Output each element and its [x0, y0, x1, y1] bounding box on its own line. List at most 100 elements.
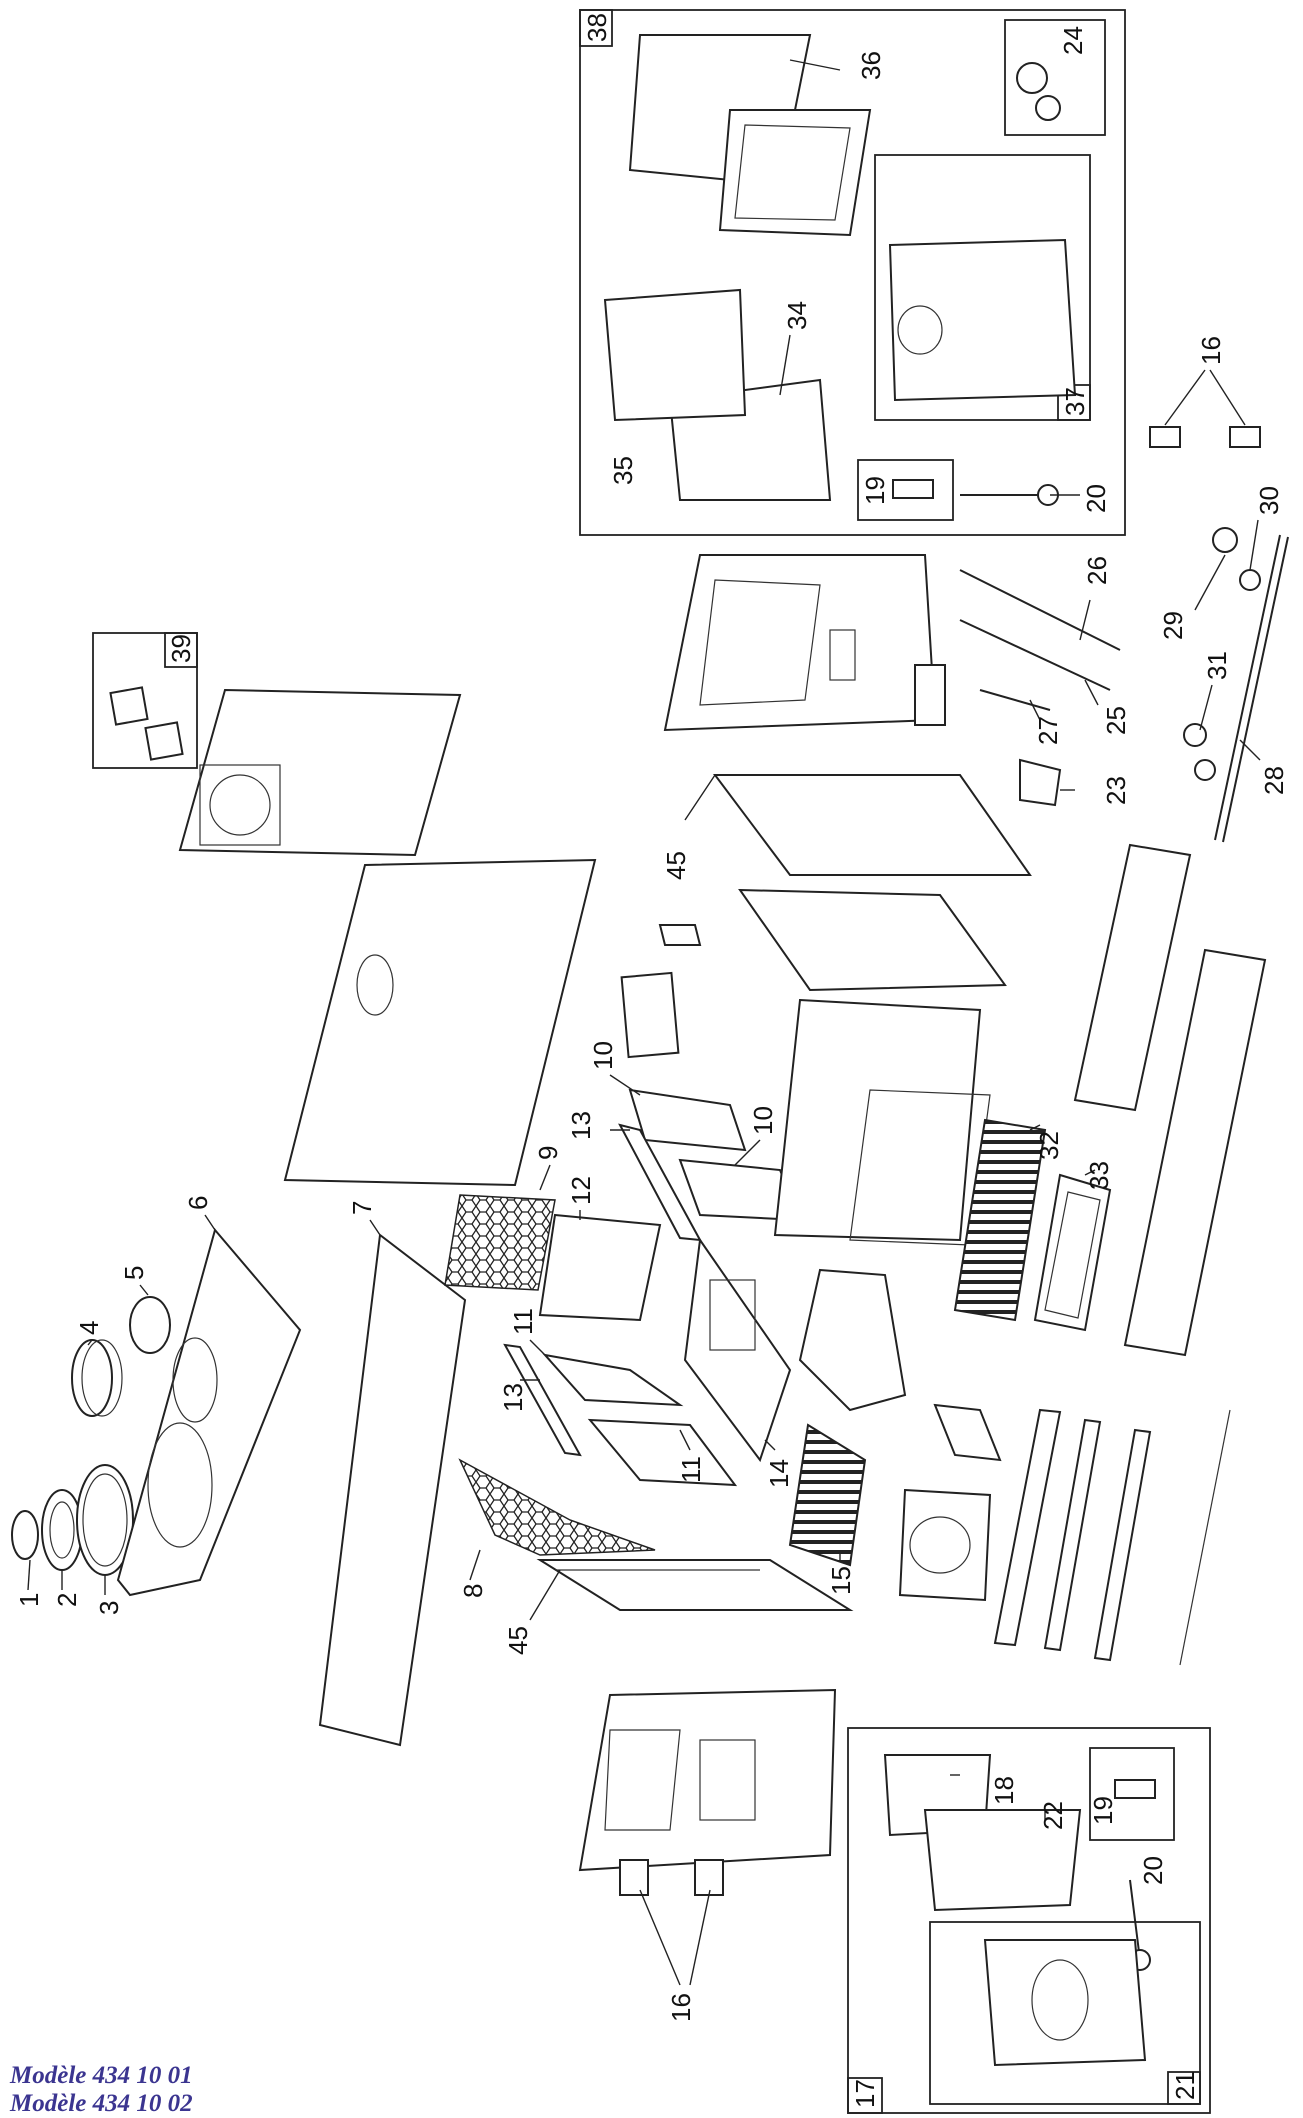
floor-plate [1073, 843, 1267, 1357]
part-8-mesh [458, 1458, 656, 1556]
callout-19-bottom: 19 [1088, 1796, 1118, 1825]
callout-8: 8 [458, 1584, 488, 1598]
callout-labels: 1 2 3 4 5 6 7 8 9 10 10 11 11 12 13 13 1… [14, 13, 1289, 2108]
box-38 [579, 9, 1126, 536]
small-rectangle-plate [914, 664, 946, 726]
part-13-rail-b [503, 1343, 582, 1457]
callout-4: 4 [74, 1321, 104, 1335]
callout-5: 5 [119, 1266, 149, 1280]
part-19-hinge-top [892, 479, 934, 499]
callout-38: 38 [582, 13, 612, 42]
rails-long [993, 1408, 1231, 1666]
callout-36: 36 [856, 51, 886, 80]
part-15-grille [788, 1423, 867, 1567]
part-19-hinge-bottom [1114, 1779, 1156, 1799]
callout-2: 2 [52, 1593, 82, 1607]
callout-29: 29 [1158, 611, 1188, 640]
callout-13a: 13 [566, 1111, 596, 1140]
brick-lower [933, 1403, 1002, 1462]
side-panel-large [283, 858, 597, 1187]
part-31-knob [1183, 723, 1216, 781]
part-9-mesh [444, 1194, 556, 1291]
part-33-ashpan [1033, 1173, 1112, 1332]
part-16-hinges-right [1149, 426, 1261, 448]
callout-28: 28 [1259, 766, 1289, 795]
part-24-knob [1016, 62, 1061, 121]
callout-32: 32 [1034, 1131, 1064, 1160]
part-2-ring [41, 1489, 83, 1571]
callout-16-bottom: 16 [666, 1993, 696, 2022]
frame-glass [738, 888, 1007, 992]
callout-10b: 10 [748, 1106, 778, 1135]
callout-35: 35 [608, 456, 638, 485]
box-19-bottom [1089, 1747, 1175, 1841]
callout-16-right: 16 [1196, 336, 1226, 365]
callout-22: 22 [1038, 1801, 1068, 1830]
leader-lines [27, 59, 1261, 1986]
part-21-inner-door [983, 1939, 1147, 2067]
firebox-body [773, 998, 991, 1246]
part-28-bar [1214, 534, 1289, 843]
part-1-cap [11, 1510, 39, 1560]
callout-12: 12 [566, 1176, 596, 1205]
callout-30: 30 [1254, 486, 1284, 515]
callout-20-bottom: 20 [1138, 1856, 1168, 1885]
part-35-plate [603, 288, 747, 422]
part-32-grate [953, 1118, 1047, 1322]
callout-26: 26 [1082, 556, 1112, 585]
callout-9: 9 [533, 1146, 563, 1160]
part-39-squares [109, 686, 184, 761]
part-20-handle-top [960, 484, 1059, 506]
callout-34: 34 [782, 301, 812, 330]
callout-1: 1 [14, 1593, 44, 1607]
callout-23: 23 [1101, 776, 1131, 805]
part-45-lower-frame [536, 1559, 854, 1611]
part-10-brick-a [628, 1088, 747, 1152]
part-22-glass [923, 1809, 1082, 1912]
callout-13b: 13 [498, 1383, 528, 1412]
callout-10a: 10 [588, 1041, 618, 1070]
part-34-gasket [668, 378, 832, 501]
callout-20-top: 20 [1081, 484, 1111, 513]
box-21 [929, 1921, 1201, 2105]
box-17 [847, 1727, 1211, 2114]
part-29-30-knobs [1212, 527, 1261, 591]
callout-17: 17 [850, 2079, 880, 2108]
part-6-top-plate [116, 1227, 302, 1597]
callout-6: 6 [183, 1196, 213, 1210]
callout-3: 3 [94, 1601, 124, 1615]
part-11-brick-b [587, 1418, 738, 1487]
part-45-upper-frame [713, 774, 1032, 876]
callout-25: 25 [1101, 706, 1131, 735]
callout-33: 33 [1084, 1161, 1114, 1190]
callout-37: 37 [1060, 387, 1090, 416]
box-19-top [857, 459, 954, 521]
box-39 [92, 632, 198, 769]
part-39-back-panel [178, 688, 462, 857]
part-37-inner-door [888, 238, 1077, 402]
callout-18: 18 [989, 1776, 1019, 1805]
part-12-tray [538, 1213, 662, 1322]
small-plate [658, 924, 702, 946]
callout-24: 24 [1058, 26, 1088, 55]
small-box [620, 971, 680, 1059]
front-door [663, 554, 937, 732]
model-label-2: Modèle 434 10 02 [10, 2090, 193, 2117]
part-5-disc [129, 1296, 171, 1354]
part-25-26-rods [959, 569, 1121, 691]
ashpit-door [898, 1488, 992, 1602]
door-frame-38 [718, 109, 872, 237]
part-16-hinges-bottom [619, 1859, 724, 1896]
callout-15: 15 [826, 1566, 856, 1595]
callout-11b: 11 [676, 1456, 706, 1483]
callout-27: 27 [1033, 716, 1063, 745]
ash-door-bottom [578, 1688, 837, 1872]
callout-45-bottom: 45 [503, 1626, 533, 1655]
model-label-1: Modèle 434 10 01 [10, 2062, 193, 2089]
baffle-plate [798, 1268, 907, 1412]
callout-19-top: 19 [860, 476, 890, 505]
callout-39: 39 [166, 634, 196, 663]
part-4-collar [71, 1339, 123, 1417]
box-24 [1004, 19, 1106, 136]
